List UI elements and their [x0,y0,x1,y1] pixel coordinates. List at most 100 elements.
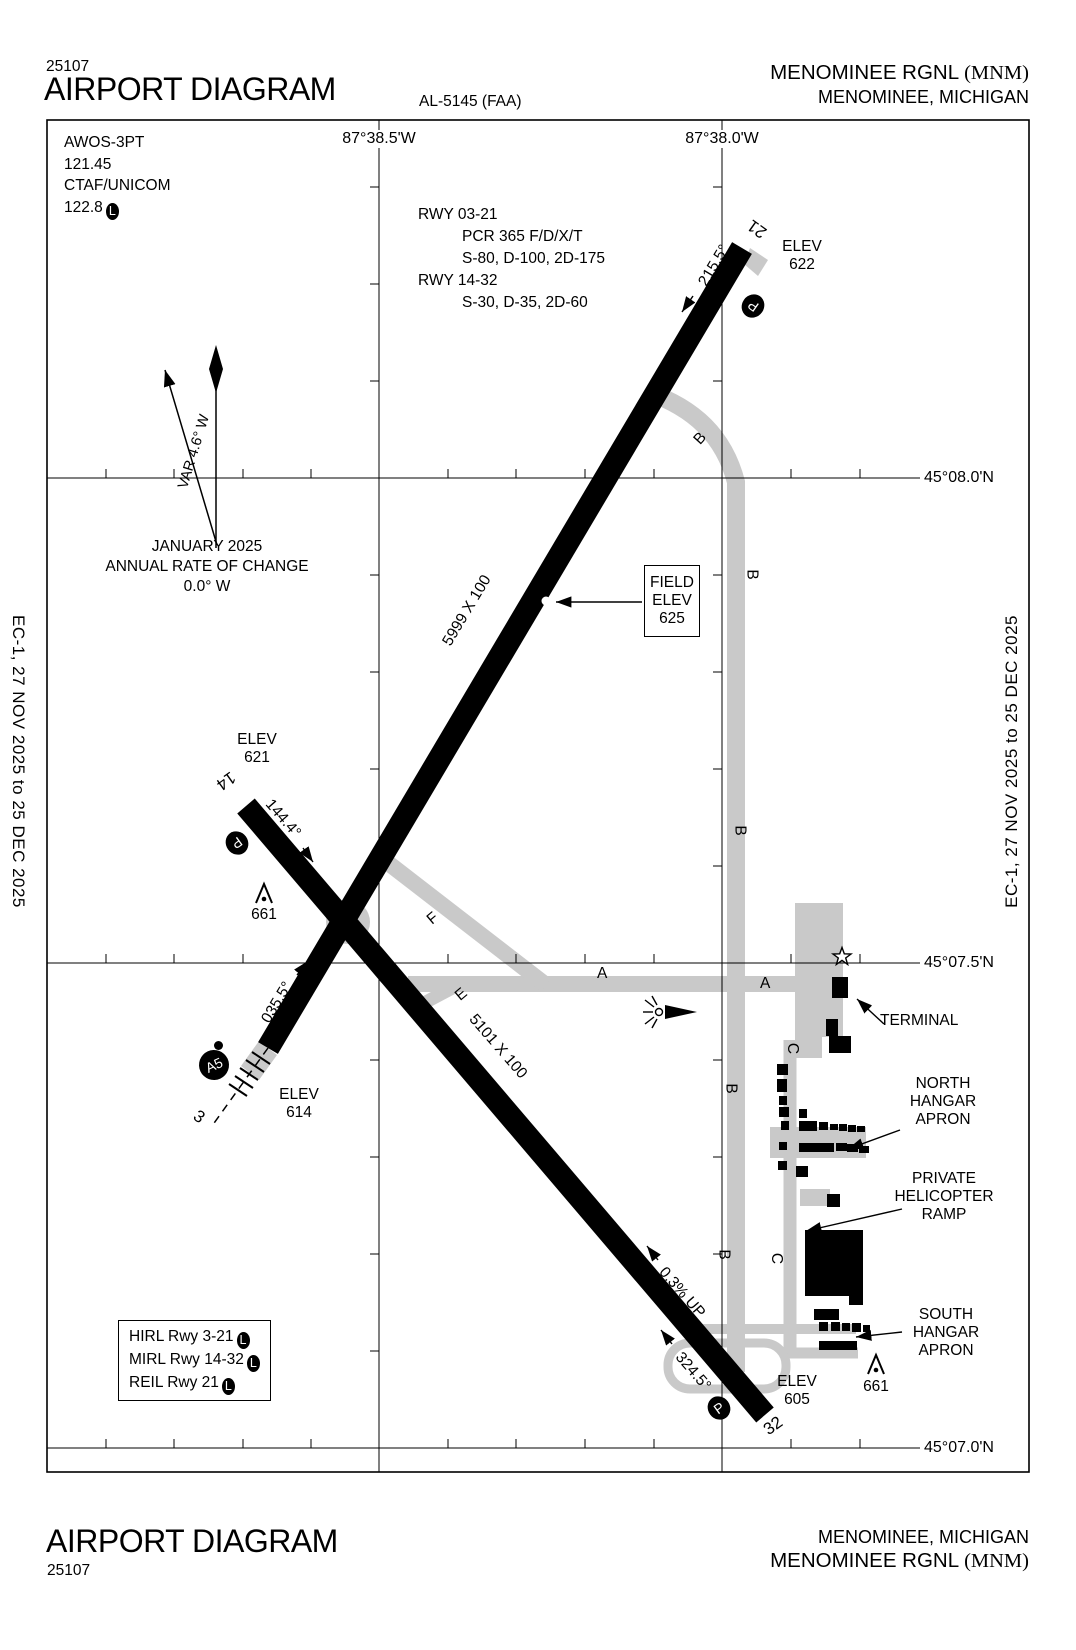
buildings [777,977,870,1350]
lighted-icon: L [105,202,119,220]
south-apron-loop [663,1338,791,1394]
rwy21-elevation: ELEV 622 [782,238,822,273]
awos-frequency: 121.45 [64,155,112,173]
airport-name: MENOMINEE RGNL [770,61,965,84]
wind-indicator-icon [643,995,697,1029]
variation-date: JANUARY 2025 [151,538,263,555]
footer-plate-number: 25107 [47,1562,91,1579]
lighting-row-1-text: HIRL Rwy 3-21 [129,1328,234,1345]
latitude-label-3: 45°07.0'N [924,1439,994,1457]
lighted-icon: L [236,1332,250,1349]
chart-border [46,119,1030,1473]
slope-arrow [646,1245,661,1262]
taxiway-e [420,979,462,1009]
taxiway-f [378,852,551,992]
latitude-label-1: 45°08.0'N [924,469,994,487]
taxiway-label-b-3: B [731,825,749,836]
footer-airport-title: MENOMINEE RGNL (MNM) [770,1549,1029,1573]
field-elev-point [541,596,551,606]
field-elev-line2: ELEV [652,592,692,609]
helicopter-ramp-leader-arrow [805,1208,903,1234]
rwy-info-5: S-30, D-35, 2D-60 [462,294,588,311]
graticule-ticks [105,186,861,1448]
helicopter-hangar-building [805,1230,863,1296]
longitude-label-1: 87°38.5'W [329,130,429,148]
runway-14-32 [237,798,774,1423]
south-apron-leader-arrow [855,1329,903,1341]
plate-number: 25107 [46,58,90,75]
taxiway-label-a-2: A [760,975,771,992]
heading-215-arrow [681,295,696,313]
a5-sign-dot [214,1041,223,1050]
north-apron-callout: NORTH HANGAR APRON [909,1075,977,1128]
terminal-leader-arrow [856,998,885,1025]
taxiway-label-b-4: B [722,1083,740,1094]
heading-144-arrow [299,846,314,863]
helicopter-ramp-shape [800,1189,830,1206]
airport-title: MENOMINEE RGNL (MNM) [770,61,1029,85]
taxiway-label-c-1: C [784,1042,802,1055]
taxiway-label-b-5: B [715,1249,733,1260]
rwy-info-4: RWY 14-32 [418,272,498,289]
field-elev-value: 625 [659,610,685,627]
helicopter-ramp-callout: PRIVATE HELICOPTER RAMP [894,1170,994,1223]
ctaf-label: CTAF/UNICOM [64,177,171,194]
taxiway-label-c-2: C [768,1252,786,1265]
rate-of-change-label: ANNUAL RATE OF CHANGE [105,558,309,575]
graticule [47,120,920,1472]
north-apron-leader-arrow [847,1129,901,1150]
lighted-icon: L [221,1378,235,1395]
margin-date-right: EC-1, 27 NOV 2025 to 25 DEC 2025 [1002,615,1021,908]
footer-title: AIRPORT DIAGRAM [46,1523,338,1559]
south-apron-callout: SOUTH HANGAR APRON [912,1306,980,1359]
footer-city: MENOMINEE, MICHIGAN [817,1527,1029,1547]
magnetic-variation-arrow [163,369,218,546]
page-title: AIRPORT DIAGRAM [44,71,336,107]
footer-airport-name: MENOMINEE RGNL [770,1549,965,1572]
rwy-info-2: PCR 365 F/D/X/T [462,228,583,245]
rwy-info-1: RWY 03-21 [418,206,498,223]
awos-label: AWOS-3PT [64,134,145,151]
taxiway-b [644,383,745,1372]
footer-airport-ident: (MNM) [964,1550,1029,1572]
lighted-icon: L [246,1355,260,1372]
rwy3-centerline-extension [211,1047,269,1127]
rwy32-elevation: ELEV 605 [777,1373,817,1408]
margin-date-left: EC-1, 27 NOV 2025 to 25 DEC 2025 [9,615,28,908]
rwy14-elevation: ELEV 621 [237,731,277,766]
lighting-row-3-text: REIL Rwy 21 [129,1374,219,1391]
taxiway-network [241,248,866,1394]
taxiway-label-b-2: B [743,569,761,580]
obstacle-tower-west-icon [255,881,273,904]
airport-ident: (MNM) [964,62,1029,84]
beacon-star-icon [830,945,854,967]
obstacle-west-elevation: 661 [251,906,277,923]
symbols [163,345,885,1375]
chart-reference: AL-5145 (FAA) [419,93,522,110]
terminal-building [832,977,848,998]
obstacle-south-elevation: 661 [863,1378,889,1395]
lighting-row-2-text: MIRL Rwy 14-32 [129,1351,244,1368]
heading-324-arrow [660,1329,675,1346]
taxiway-label-a-1: A [597,965,608,982]
longitude-label-2: 87°38.0'W [672,130,772,148]
true-north-arrow [209,345,223,548]
rwy3-displaced-threshold [211,1047,271,1127]
ctaf-frequency: 122.8 [64,198,103,216]
rwy3-elevation: ELEV 614 [279,1086,319,1121]
obstacle-tower-south-icon [867,1352,885,1375]
airport-city: MENOMINEE, MICHIGAN [817,87,1029,107]
terminal-callout: TERMINAL [880,1012,959,1029]
rwy-info-3: S-80, D-100, 2D-175 [462,250,606,267]
rate-of-change-value: 0.0° W [183,578,231,595]
runways [237,242,774,1423]
heading-035-arrow [294,960,309,977]
